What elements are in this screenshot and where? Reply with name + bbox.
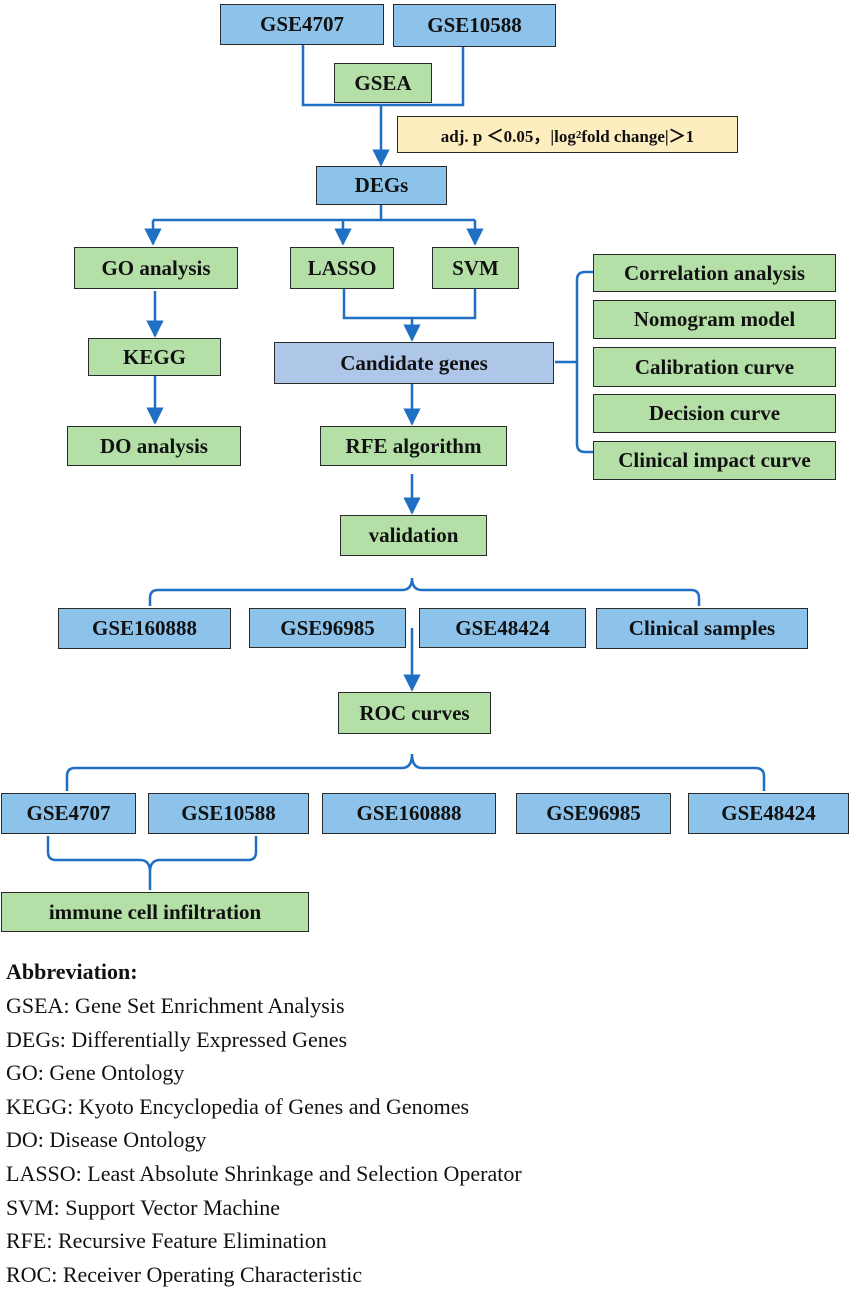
gse48424-mid-node: GSE48424 bbox=[419, 608, 586, 648]
gse10588-bottom-node: GSE10588 bbox=[148, 793, 309, 834]
abbreviation-line: DEGs: Differentially Expressed Genes bbox=[6, 1026, 348, 1052]
gsea-node: GSEA bbox=[334, 63, 432, 103]
criteria-suffix: fold change|＞1 bbox=[581, 127, 695, 146]
abbreviation-line: ROC: Receiver Operating Characteristic bbox=[6, 1261, 363, 1287]
connector-top-datasets bbox=[301, 45, 465, 107]
candidate-genes-node: Candidate genes bbox=[274, 342, 554, 384]
criteria-prefix: adj. p ＜0.05，|log bbox=[440, 127, 576, 146]
brace-roc-datasets bbox=[65, 753, 766, 791]
abbreviation-line: DO: Disease Ontology bbox=[6, 1127, 207, 1153]
nomogram-model-node: Nomogram model bbox=[593, 300, 836, 339]
abbreviation-line: LASSO: Least Absolute Shrinkage and Sele… bbox=[6, 1160, 522, 1186]
connector-lasso-svm bbox=[342, 289, 477, 320]
abbreviation-line: RFE: Recursive Feature Elimination bbox=[6, 1228, 327, 1254]
gse96985-mid-node: GSE96985 bbox=[249, 608, 406, 648]
validation-node: validation bbox=[340, 515, 487, 556]
gse10588-top-node: GSE10588 bbox=[393, 4, 556, 47]
gse160888-mid-node: GSE160888 bbox=[58, 608, 231, 649]
abbreviation-line: KEGG: Kyoto Encyclopedia of Genes and Ge… bbox=[6, 1093, 470, 1119]
clinical-samples-node: Clinical samples bbox=[596, 608, 808, 649]
go-analysis-node: GO analysis bbox=[74, 247, 238, 289]
svm-node: SVM bbox=[432, 247, 519, 289]
abbreviation-section: Abbreviation: GSEA: Gene Set Enrichment … bbox=[6, 955, 522, 1291]
gse160888-bottom-node: GSE160888 bbox=[322, 793, 496, 834]
kegg-node: KEGG bbox=[88, 338, 221, 376]
lasso-node: LASSO bbox=[290, 247, 394, 289]
roc-curves-node: ROC curves bbox=[338, 692, 491, 734]
abbreviation-line: GO: Gene Ontology bbox=[6, 1060, 185, 1086]
gse4707-top-node: GSE4707 bbox=[220, 4, 384, 45]
gse96985-bottom-node: GSE96985 bbox=[516, 793, 671, 834]
do-analysis-node: DO analysis bbox=[67, 426, 241, 466]
immune-cell-infiltration-node: immune cell infiltration bbox=[1, 892, 309, 932]
criteria-subscript: 2 bbox=[575, 128, 582, 141]
calibration-curve-node: Calibration curve bbox=[593, 347, 836, 387]
gse48424-bottom-node: GSE48424 bbox=[688, 793, 849, 834]
correlation-analysis-node: Correlation analysis bbox=[593, 254, 836, 292]
brace-analyses bbox=[575, 270, 593, 454]
decision-curve-node: Decision curve bbox=[593, 394, 836, 433]
brace-validation-datasets bbox=[148, 577, 701, 606]
abbreviation-title: Abbreviation: bbox=[6, 959, 138, 984]
clinical-impact-curve-node: Clinical impact curve bbox=[593, 441, 836, 480]
abbreviation-line: GSEA: Gene Set Enrichment Analysis bbox=[6, 993, 345, 1018]
brace-immune-datasets bbox=[46, 836, 258, 873]
degs-node: DEGs bbox=[316, 166, 447, 205]
rfe-algorithm-node: RFE algorithm bbox=[320, 426, 507, 466]
gse4707-bottom-node: GSE4707 bbox=[1, 793, 136, 834]
abbreviation-line: SVM: Support Vector Machine bbox=[6, 1194, 280, 1220]
